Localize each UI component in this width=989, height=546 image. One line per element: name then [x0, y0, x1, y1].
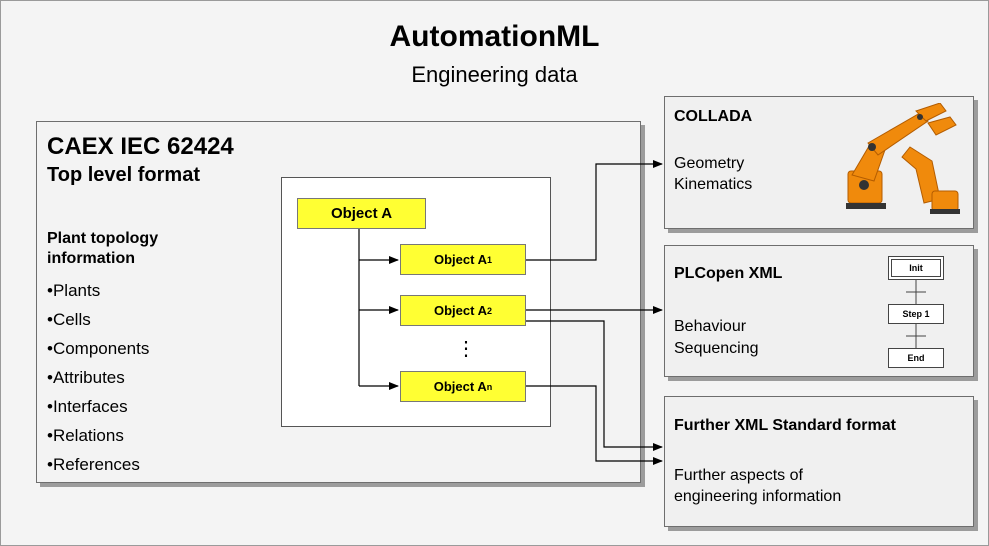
object-a1-label: Object A	[434, 252, 487, 267]
topology-item: •References	[47, 455, 140, 474]
caex-title: CAEX IEC 62424	[47, 133, 234, 160]
topology-heading-line2: information	[47, 250, 135, 267]
object-a2-label: Object A	[434, 303, 487, 318]
link-a1-collada	[526, 160, 663, 261]
sfc-init-step: Init	[888, 256, 944, 280]
object-an-label: Object A	[433, 379, 487, 394]
topology-item: •Plants	[47, 281, 101, 300]
topology-item: •Cells	[47, 310, 91, 329]
collada-title: COLLADA	[674, 108, 753, 125]
sfc-end-label: End	[907, 353, 925, 363]
collada-line-kinematics: Kinematics	[674, 176, 753, 193]
object-a2-subscript: 2	[486, 305, 492, 316]
diagram-subtitle: Engineering data	[411, 62, 578, 87]
link-an-further	[526, 385, 663, 465]
topology-heading-line1: Plant topology	[47, 230, 159, 247]
object-ellipsis: ⋮	[456, 338, 476, 360]
further-xml-line1: Further aspects of	[674, 467, 803, 484]
link-a2-further	[526, 320, 663, 451]
object-an-subscript: n	[486, 381, 493, 392]
object-a-box: Object A	[297, 198, 426, 229]
sfc-end-step: End	[888, 348, 944, 368]
plcopen-line-sequencing: Sequencing	[674, 340, 759, 357]
topology-item: •Components	[47, 339, 150, 358]
object-a1-subscript: 1	[486, 254, 492, 265]
diagram-title: AutomationML	[389, 20, 600, 53]
topology-item: •Interfaces	[47, 397, 128, 416]
plcopen-line-behaviour: Behaviour	[674, 318, 747, 335]
further-xml-box	[664, 396, 974, 527]
object-a-label: Object A	[330, 205, 393, 222]
sfc-step-label: Step 1	[902, 309, 930, 319]
topology-item: •Attributes	[47, 368, 125, 387]
robot-arm-icon	[846, 103, 960, 214]
further-xml-line2: engineering information	[674, 488, 842, 505]
sfc-init-label: Init	[909, 263, 923, 273]
sfc-step-1: Step 1	[888, 304, 944, 324]
further-xml-title: Further XML Standard format	[674, 417, 896, 434]
caex-subtitle: Top level format	[47, 164, 200, 186]
sfc-connectors	[906, 280, 926, 348]
collada-line-geometry: Geometry	[674, 155, 745, 172]
topology-item: •Relations	[47, 426, 124, 445]
plcopen-title: PLCopen XML	[674, 265, 783, 282]
